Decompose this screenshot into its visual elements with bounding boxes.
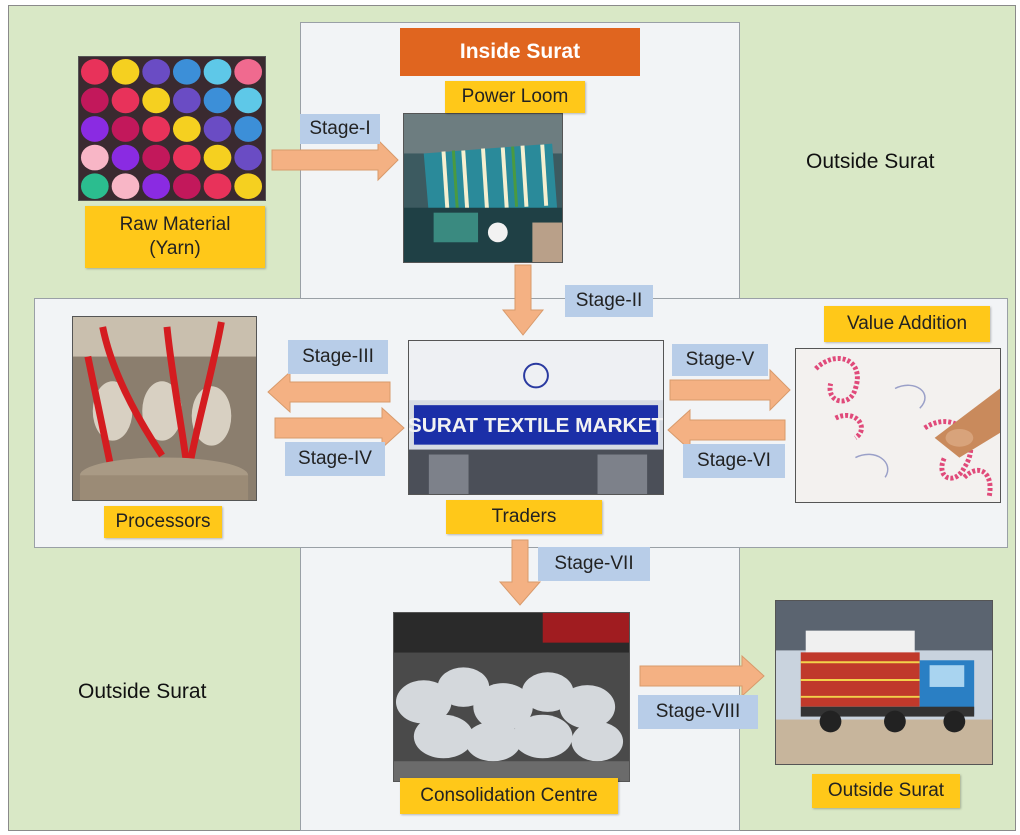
yarn-roll bbox=[234, 144, 263, 171]
value-addition-photo bbox=[795, 348, 1001, 503]
market-sign-text: SURAT TEXTILE MARKET bbox=[409, 414, 663, 437]
yarn-roll bbox=[142, 58, 171, 85]
yarn-roll bbox=[203, 144, 232, 171]
outside-surat-node-label: Outside Surat bbox=[812, 774, 960, 808]
outside-surat-label-top-right: Outside Surat bbox=[806, 150, 935, 173]
consolidation-centre-label: Consolidation Centre bbox=[400, 778, 618, 814]
yarn-roll bbox=[142, 144, 171, 171]
processors-photo bbox=[72, 316, 257, 501]
truck-image bbox=[776, 601, 992, 764]
raw-material-label-line1: Raw Material bbox=[119, 214, 231, 236]
yarn-roll bbox=[172, 144, 201, 171]
yarn-image bbox=[79, 57, 265, 200]
stage-v-label: Stage-V bbox=[672, 344, 768, 376]
yarn-roll bbox=[80, 116, 109, 142]
outside-surat-label-bottom-left: Outside Surat bbox=[78, 680, 207, 703]
yarn-roll bbox=[203, 87, 232, 114]
yarn-roll bbox=[203, 116, 232, 142]
market-image: SURAT TEXTILE MARKET bbox=[409, 341, 663, 494]
stage-vii-label: Stage-VII bbox=[538, 547, 650, 581]
yarn-roll bbox=[111, 116, 140, 142]
yarn-roll bbox=[203, 58, 232, 85]
dyeing-image bbox=[73, 317, 256, 500]
raw-material-label-line2: (Yarn) bbox=[149, 238, 201, 259]
stage-viii-label: Stage-VIII bbox=[638, 695, 758, 729]
yarn-roll bbox=[142, 173, 171, 200]
yarn-roll bbox=[142, 87, 171, 114]
yarn-roll bbox=[234, 87, 263, 114]
stage-iii-label: Stage-III bbox=[288, 340, 388, 374]
yarn-roll bbox=[234, 116, 263, 142]
yarn-roll bbox=[80, 58, 109, 85]
power-loom-photo bbox=[403, 113, 563, 263]
bales-image bbox=[394, 613, 629, 781]
outside-surat-photo bbox=[775, 600, 993, 765]
power-loom-label: Power Loom bbox=[445, 81, 585, 113]
traders-photo: SURAT TEXTILE MARKET bbox=[408, 340, 664, 495]
yarn-roll bbox=[111, 87, 140, 114]
yarn-roll bbox=[80, 144, 109, 171]
yarn-roll bbox=[172, 116, 201, 142]
yarn-roll bbox=[172, 58, 201, 85]
yarn-roll bbox=[172, 173, 201, 200]
loom-image bbox=[404, 114, 562, 262]
inside-surat-title: Inside Surat bbox=[400, 28, 640, 76]
value-addition-label: Value Addition bbox=[824, 306, 990, 342]
yarn-photo bbox=[78, 56, 266, 201]
traders-label: Traders bbox=[446, 500, 602, 534]
yarn-roll bbox=[111, 58, 140, 85]
yarn-roll bbox=[172, 87, 201, 114]
embroidery-image bbox=[796, 349, 1000, 502]
yarn-roll bbox=[111, 144, 140, 171]
yarn-roll bbox=[142, 116, 171, 142]
stage-i-label: Stage-I bbox=[300, 114, 380, 144]
raw-material-label: Raw Material (Yarn) bbox=[85, 206, 265, 268]
yarn-roll bbox=[234, 58, 263, 85]
yarn-roll bbox=[234, 173, 263, 200]
stage-iv-label: Stage-IV bbox=[285, 442, 385, 476]
yarn-roll bbox=[111, 173, 140, 200]
yarn-roll bbox=[80, 173, 109, 200]
yarn-roll bbox=[203, 173, 232, 200]
processors-label: Processors bbox=[104, 506, 222, 538]
yarn-roll bbox=[80, 87, 109, 114]
stage-vi-label: Stage-VI bbox=[683, 444, 785, 478]
stage-ii-label: Stage-II bbox=[565, 285, 653, 317]
consolidation-photo bbox=[393, 612, 630, 782]
